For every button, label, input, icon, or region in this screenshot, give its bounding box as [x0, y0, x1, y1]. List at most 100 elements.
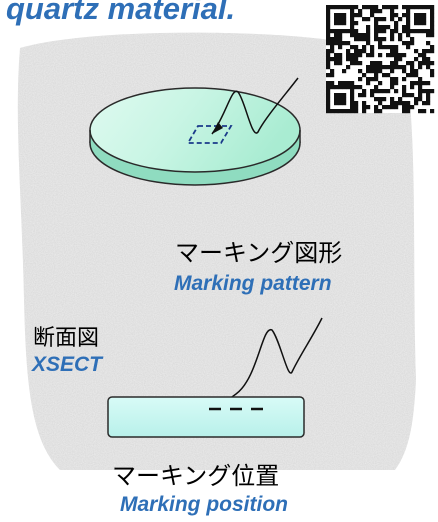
qr-module — [358, 33, 363, 38]
qr-module — [378, 41, 383, 46]
qr-module — [382, 97, 387, 102]
qr-module — [366, 81, 371, 86]
qr-module — [342, 85, 347, 90]
qr-module — [370, 89, 375, 94]
qr-module — [390, 49, 395, 54]
qr-module — [338, 93, 343, 98]
qr-module — [350, 85, 355, 90]
qr-module — [422, 17, 427, 22]
qr-module — [346, 29, 351, 34]
qr-module — [350, 13, 355, 18]
qr-module — [414, 81, 419, 86]
qr-module — [326, 29, 331, 34]
qr-module — [338, 53, 343, 58]
qr-module — [330, 37, 335, 42]
qr-module — [406, 45, 411, 50]
qr-module — [422, 89, 427, 94]
qr-module — [394, 105, 399, 110]
qr-module — [394, 21, 399, 26]
qr-module — [374, 61, 379, 66]
qr-module — [334, 97, 339, 102]
qr-module — [426, 49, 431, 54]
label-marking-position-jp: マーキング位置 — [112, 462, 280, 490]
qr-module — [410, 29, 415, 34]
qr-module — [374, 89, 379, 94]
qr-module — [430, 45, 435, 50]
qr-module — [398, 57, 403, 62]
qr-module — [382, 37, 387, 42]
qr-module — [386, 53, 391, 58]
qr-module — [362, 33, 367, 38]
qr-module — [334, 101, 339, 106]
qr-module — [362, 109, 367, 114]
qr-module — [366, 37, 371, 42]
qr-module — [354, 105, 359, 110]
qr-module — [398, 33, 403, 38]
qr-module — [374, 69, 379, 74]
qr-module — [350, 97, 355, 102]
qr-module — [338, 97, 343, 102]
label-marking-position-en: Marking position — [120, 493, 288, 516]
qr-module — [350, 17, 355, 22]
qr-module — [346, 53, 351, 58]
qr-module — [390, 65, 395, 70]
qr-module — [326, 49, 331, 54]
qr-module — [342, 29, 347, 34]
qr-module — [406, 109, 411, 114]
qr-module — [326, 85, 331, 90]
qr-module — [386, 45, 391, 50]
qr-module — [338, 21, 343, 26]
label-marking-pattern-jp: マーキング図形 — [175, 239, 343, 267]
qr-module — [422, 49, 427, 54]
qr-module — [390, 61, 395, 66]
qr-module — [342, 101, 347, 106]
qr-module — [342, 69, 347, 74]
qr-module — [426, 41, 431, 46]
qr-module — [326, 105, 331, 110]
qr-module — [338, 85, 343, 90]
qr-module — [406, 73, 411, 78]
qr-module — [430, 25, 435, 30]
qr-module — [358, 77, 363, 82]
qr-module — [354, 53, 359, 58]
qr-module — [418, 109, 423, 114]
qr-module — [426, 65, 431, 70]
qr-module — [338, 5, 343, 10]
qr-module — [394, 29, 399, 34]
qr-module — [350, 29, 355, 34]
qr-module — [342, 13, 347, 18]
qr-module — [350, 61, 355, 66]
qr-module — [382, 73, 387, 78]
qr-module — [422, 13, 427, 18]
qr-module — [406, 101, 411, 106]
qr-module — [362, 49, 367, 54]
qr-module — [378, 61, 383, 66]
qr-module — [418, 29, 423, 34]
qr-module — [382, 45, 387, 50]
qr-module — [402, 109, 407, 114]
qr-module — [422, 53, 427, 58]
qr-module — [426, 61, 431, 66]
qr-module — [334, 33, 339, 38]
qr-module — [430, 29, 435, 34]
qr-module — [330, 5, 335, 10]
qr-module — [410, 69, 415, 74]
qr-module — [410, 37, 415, 42]
qr-module — [338, 13, 343, 18]
qr-module — [326, 81, 331, 86]
qr-module — [410, 105, 415, 110]
qr-module — [394, 57, 399, 62]
qr-module — [326, 57, 331, 62]
qr-module — [394, 49, 399, 54]
qr-module — [402, 89, 407, 94]
qr-module — [418, 65, 423, 70]
qr-module — [342, 17, 347, 22]
qr-module — [350, 45, 355, 50]
qr-module — [366, 33, 371, 38]
qr-module — [334, 85, 339, 90]
qr-module — [390, 85, 395, 90]
qr-module — [398, 97, 403, 102]
qr-module — [362, 37, 367, 42]
qr-module — [370, 49, 375, 54]
